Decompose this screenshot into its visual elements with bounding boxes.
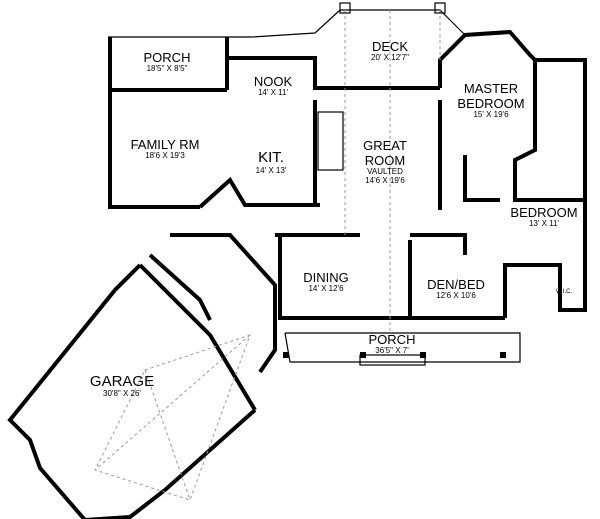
dining-name: DINING [303, 270, 349, 285]
great-dim: 14'6 X 19'6 [365, 176, 405, 185]
nook-dim: 14' X 11' [258, 88, 289, 97]
great-note: VAULTED [367, 167, 403, 176]
master-dim: 15' X 19'6 [473, 110, 509, 119]
den-name: DEN/BED [427, 277, 485, 292]
wic-name: W.I.C. [556, 289, 573, 295]
den-dim: 12'6 X 10'6 [436, 291, 476, 300]
master-name-2: BEDROOM [457, 96, 524, 111]
master-name-1: MASTER [464, 81, 518, 96]
porch-rear-name: PORCH [144, 50, 191, 65]
great-name-2: ROOM [365, 153, 405, 168]
deck-name: DECK [372, 39, 408, 54]
garage-dim: 30'8" X 26' [103, 389, 141, 398]
kitchen-name: KIT. [258, 149, 284, 166]
porch-rear-dim: 18'5" X 8'5" [147, 64, 188, 73]
family-name: FAMILY RM [131, 137, 200, 152]
family-dim: 18'6 X 19'3 [145, 151, 185, 160]
great-name-1: GREAT [363, 138, 407, 153]
deck-dim: 20' X 12'7" [371, 53, 409, 62]
garage-name: GARAGE [90, 373, 154, 390]
kitchen-dim: 14' X 13' [256, 166, 287, 175]
nook-name: NOOK [254, 74, 293, 89]
walls [7, 2, 587, 519]
bedroom-dim: 13' X 11' [529, 219, 560, 228]
porch-front-name: PORCH [369, 332, 416, 347]
room-labels: PORCH 18'5" X 8'5" DECK 20' X 12'7" NOOK… [90, 39, 578, 398]
bedroom-name: BEDROOM [510, 205, 577, 220]
dining-dim: 14' X 12'6 [308, 284, 344, 293]
porch-front-dim: 36'5" X 7' [375, 346, 409, 355]
